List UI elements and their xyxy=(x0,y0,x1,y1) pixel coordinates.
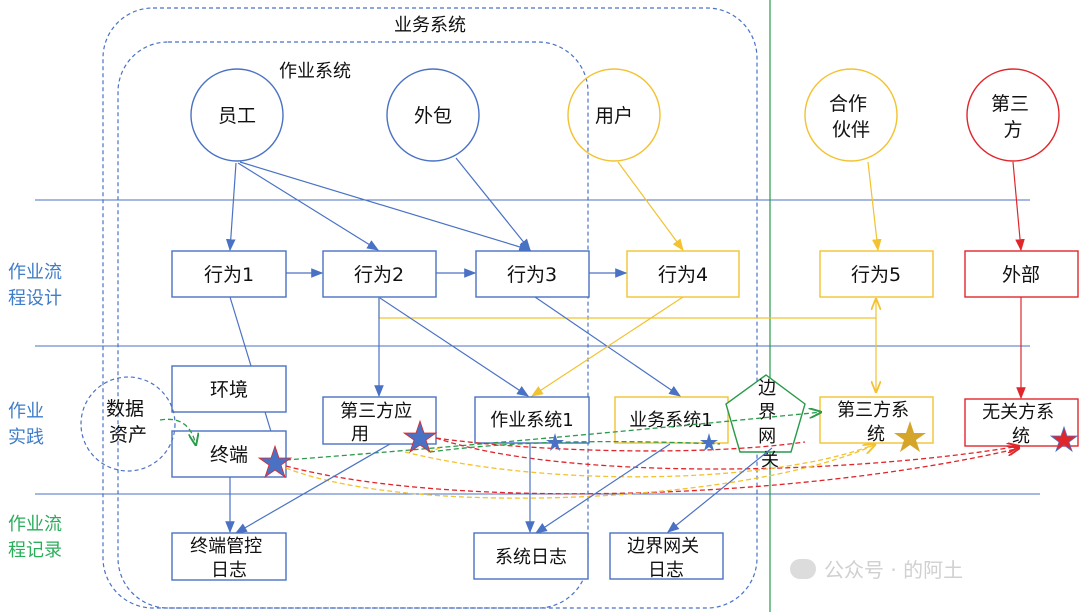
environment-box xyxy=(171,365,287,413)
star-third-app-icon xyxy=(402,419,438,454)
star-third-system-icon xyxy=(894,421,926,452)
behavior-3-box xyxy=(475,250,590,298)
behavior-5-box xyxy=(819,250,934,298)
system-log-box xyxy=(473,532,589,580)
actor-employee-circle xyxy=(190,68,284,162)
terminal-log-box xyxy=(171,532,287,581)
operation-system-label: 作业系统 xyxy=(279,61,351,82)
gateway-log-box xyxy=(609,532,724,580)
actor-outsource-circle xyxy=(386,68,480,162)
data-assets-label: 数据 资产 xyxy=(106,398,150,446)
unrelated-system-label: 无关方系 统 xyxy=(982,402,1060,447)
gateway-log-label: 边界网关 日志 xyxy=(627,536,705,581)
behavior-4-label: 行为4 xyxy=(658,264,708,286)
operation-system1-label: 作业系统1 xyxy=(490,410,573,431)
actor-user-label: 用户 xyxy=(595,105,633,127)
star-unrelated-system-icon xyxy=(1049,425,1079,453)
data-assets-circle xyxy=(80,376,176,472)
behavior-5-label: 行为5 xyxy=(851,264,901,286)
terminal-log-label: 终端管控 日志 xyxy=(190,536,268,581)
behavior-practice-arrows xyxy=(229,296,1026,450)
behavior-2-label: 行为2 xyxy=(354,264,404,286)
behavior-1-box xyxy=(171,250,287,298)
behavior-3-label: 行为3 xyxy=(507,264,557,286)
third-party-app-label: 第三方应 用 xyxy=(340,401,418,445)
actor-arrows xyxy=(225,157,1025,252)
lane-title-design: 作业流 程设计 xyxy=(8,262,68,309)
star-terminal-icon xyxy=(257,444,293,479)
operation-system1-box xyxy=(474,396,590,444)
actor-outsource-label: 外包 xyxy=(414,105,452,127)
watermark: 公众号 · 的阿土 xyxy=(790,554,963,583)
behavior-2-box xyxy=(322,250,437,298)
actor-third-party-circle xyxy=(966,68,1060,162)
business-system1-label: 业务系统1 xyxy=(629,410,712,431)
data-flow-lines xyxy=(159,412,1020,499)
lane-title-record: 作业流 程记录 xyxy=(8,514,68,561)
actor-user-circle xyxy=(567,68,661,162)
lane-title-practice: 作业 实践 xyxy=(8,401,50,448)
actor-partner-label: 合作 伙伴 xyxy=(829,93,873,141)
operation-system-region xyxy=(117,41,589,609)
border-gateway-pentagon xyxy=(725,374,806,453)
external-label: 外部 xyxy=(1002,264,1040,286)
record-arrows xyxy=(225,443,773,534)
actor-third-party-label: 第三 方 xyxy=(991,93,1035,141)
border-gateway-label: 边 界 网 关 xyxy=(758,378,782,471)
star-op-system-icon xyxy=(546,433,564,451)
actor-partner-circle xyxy=(804,68,898,162)
behavior-1-label: 行为1 xyxy=(204,264,254,286)
watermark-text: 公众号 · 的阿土 xyxy=(824,558,964,582)
wechat-icon xyxy=(790,558,816,579)
terminal-label: 终端 xyxy=(210,444,248,466)
actor-employee-label: 员工 xyxy=(218,105,256,127)
system-log-label: 系统日志 xyxy=(495,547,567,568)
business-system-label: 业务系统 xyxy=(394,15,466,36)
star-biz-system-icon xyxy=(700,433,718,451)
third-party-system-label: 第三方系 统 xyxy=(837,400,915,445)
environment-label: 环境 xyxy=(210,379,248,401)
